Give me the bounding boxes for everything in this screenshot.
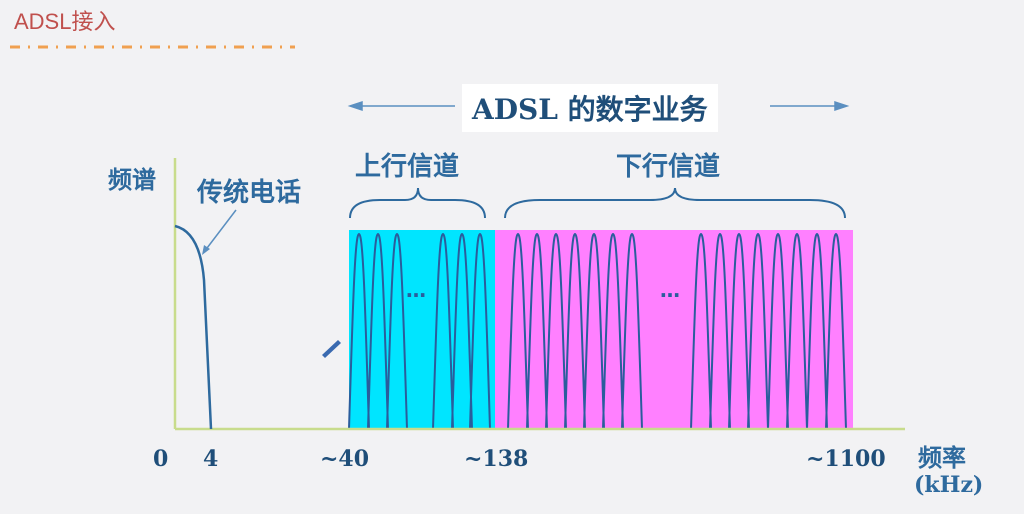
x-axis-unit: (kHz) [914,472,984,498]
downstream-subcarrier [602,232,624,430]
downstream-label: 下行信道 [616,152,721,182]
tick-1100: ~1100 [806,446,886,472]
upstream-subcarrier [348,232,370,430]
downstream-subcarrier [728,232,750,430]
tick-138: ~138 [464,446,529,472]
downstream-subcarrier [709,232,731,430]
downstream-subcarrier [786,232,808,430]
downstream-brace [504,187,846,219]
pen-cursor-icon [322,340,341,358]
upstream-subcarrier [451,232,473,430]
downstream-subcarrier [825,232,847,430]
page-title: ADSL接入 [14,9,116,34]
y-axis-label: 频谱 [108,166,156,194]
upstream-subcarrier [469,232,491,430]
downstream-subcarrier [621,232,643,430]
downstream-subcarrier [806,232,828,430]
x-axis-label: 频率 [918,444,966,472]
tick-40: ~40 [320,446,370,472]
downstream-subcarrier [526,232,548,430]
upstream-subcarrier [367,232,389,430]
upstream-subcarrier [386,232,408,430]
downstream-subcarrier [747,232,769,430]
banner-title: ADSL 的数字业务 [462,84,718,132]
upstream-subcarrier [432,232,454,430]
downstream-ellipsis: … [660,278,680,302]
upstream-brace [349,187,486,219]
upstream-label: 上行信道 [355,152,460,182]
downstream-subcarrier [564,232,586,430]
banner-span-arrow [347,100,850,112]
downstream-subcarrier [545,232,567,430]
downstream-subcarrier [507,232,529,430]
downstream-subcarrier [690,232,712,430]
pointer-arrowhead [202,245,210,255]
upstream-ellipsis: … [406,278,426,302]
downstream-subcarrier [583,232,605,430]
tick-0: 0 [153,446,169,472]
phone-label-pointer [203,209,237,253]
tick-4: 4 [203,446,219,472]
downstream-subcarrier [767,232,789,430]
phone-spectrum-curve [174,224,213,430]
phone-label: 传统电话 [197,178,302,208]
